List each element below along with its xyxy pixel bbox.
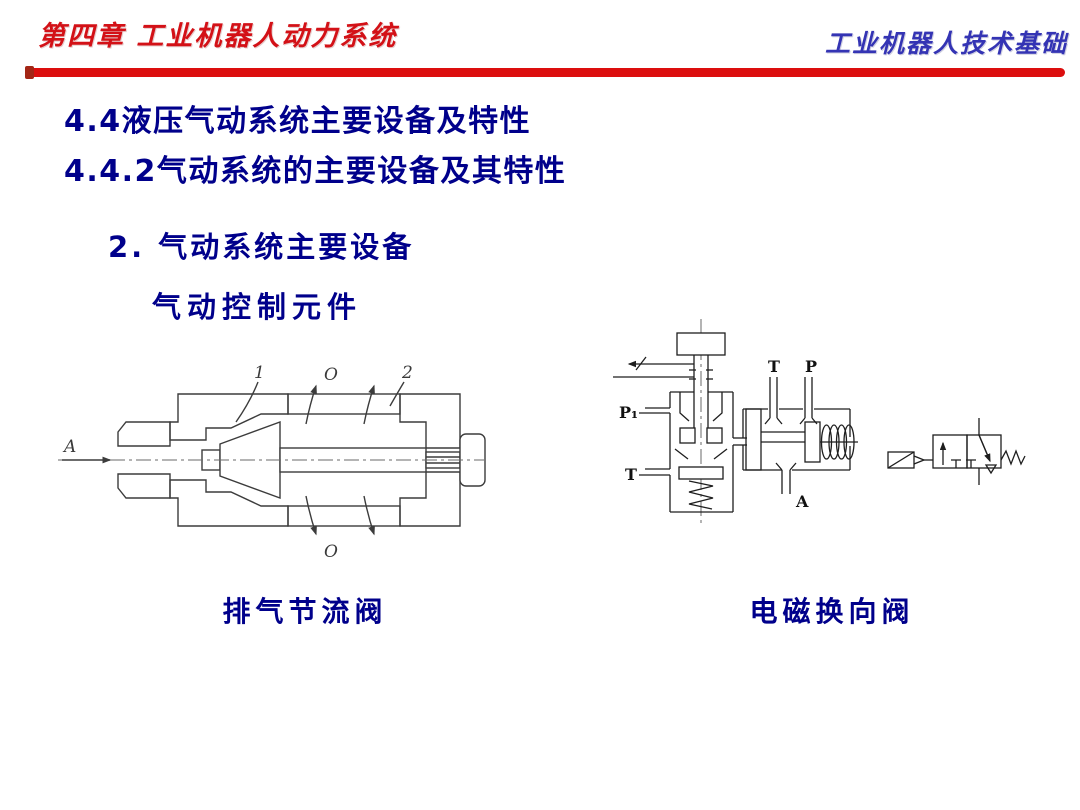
header-divider-rule xyxy=(25,68,1065,77)
exhaust-throttle-valve-diagram: A 1 O 2 O xyxy=(58,363,486,560)
armature-cap xyxy=(676,332,726,356)
valve-schematic-symbol xyxy=(887,418,1026,485)
label-sleeve-2: 2 xyxy=(401,363,413,383)
label-outlet-bottom-O: O xyxy=(324,542,338,560)
subtopic-heading: 气动控制元件 xyxy=(152,290,363,324)
flow-arrows xyxy=(62,381,405,536)
right-figure-caption: 电磁换向阀 xyxy=(749,595,915,628)
spring-symbol xyxy=(1000,449,1026,466)
pilot-spring xyxy=(688,480,714,510)
label-needle-1: 1 xyxy=(254,363,265,383)
label-pilot-pressure-P1: P₁ xyxy=(619,403,638,422)
course-title: 工业机器人技术基础 xyxy=(824,29,1068,58)
section-heading: 4.4液压气动系统主要设备及特性 xyxy=(64,104,532,139)
label-tank-T: T xyxy=(768,357,780,376)
pilot-solenoid-section xyxy=(613,319,747,527)
label-inlet-A: A xyxy=(62,437,76,457)
label-pressure-P: P xyxy=(805,357,817,376)
label-outlet-top-O: O xyxy=(324,365,338,385)
label-pilot-tank-T: T xyxy=(625,465,637,484)
left-figure-caption: 排气节流阀 xyxy=(222,595,388,628)
spool-right xyxy=(804,421,821,463)
solenoid-symbol xyxy=(887,451,915,469)
chapter-title: 第四章 工业机器人动力系统 xyxy=(38,21,398,52)
valve-body-section xyxy=(117,393,461,527)
spool-left xyxy=(745,408,762,471)
label-work-port-A: A xyxy=(795,492,809,511)
main-valve-section xyxy=(742,377,858,494)
subsection-heading: 4.4.2气动系统的主要设备及其特性 xyxy=(64,154,567,189)
solenoid-directional-valve-diagram: P₁ T T P A xyxy=(613,319,1026,527)
header-divider-tip xyxy=(25,66,34,79)
topic-heading: 2. 气动系统主要设备 xyxy=(108,230,415,264)
